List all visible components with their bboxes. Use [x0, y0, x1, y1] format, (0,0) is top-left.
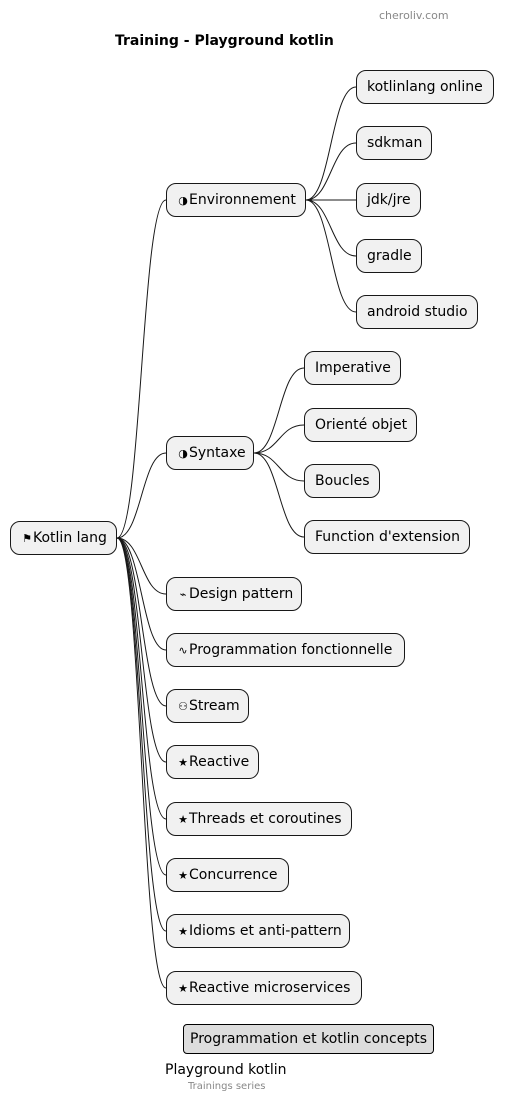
caption-text: Playground kotlin	[165, 1062, 287, 1078]
star-icon: ★	[178, 869, 188, 882]
branch-node-concurrence: ★Concurrence	[166, 858, 289, 892]
people-icon: ⚇	[178, 700, 188, 713]
branch-label: Syntaxe	[189, 445, 246, 461]
flag-icon: ⚑	[22, 532, 32, 545]
star-icon: ★	[178, 756, 188, 769]
leaf-label: kotlinlang online	[367, 79, 483, 95]
connector-line	[116, 537, 167, 820]
leaf-node: gradle	[356, 239, 422, 273]
branch-node-syntaxe: ◑Syntaxe	[166, 436, 254, 470]
branch-node-idioms-et-anti-pattern: ★Idioms et anti-pattern	[166, 914, 350, 948]
leaf-label: Imperative	[315, 360, 391, 376]
leaf-node: Orienté objet	[304, 408, 417, 442]
star-icon: ★	[178, 813, 188, 826]
branch-node-environnement: ◑Environnement	[166, 183, 306, 217]
leaf-node: sdkman	[356, 126, 432, 160]
connector-line	[253, 424, 305, 454]
branch-label: Programmation fonctionnelle	[189, 642, 393, 658]
leaf-node: Boucles	[304, 464, 380, 498]
branch-label: Reactive	[189, 754, 250, 770]
half-circle-icon: ◑	[178, 447, 188, 460]
branch-label: Threads et coroutines	[189, 811, 342, 827]
branch-node-reactive-microservices: ★Reactive microservices	[166, 971, 362, 1005]
branch-label: Concurrence	[189, 867, 278, 883]
connector-line	[116, 199, 167, 539]
connector-line	[116, 537, 167, 651]
leaf-label: Boucles	[315, 473, 370, 489]
connector-line	[253, 367, 305, 454]
star-icon: ★	[178, 925, 188, 938]
diagram-title: Training - Playground kotlin	[115, 33, 334, 49]
branch-label: Reactive microservices	[189, 980, 351, 996]
connector-line	[305, 199, 357, 257]
connector-line	[116, 537, 167, 932]
leaf-node: jdk/jre	[356, 183, 421, 217]
connector-line	[305, 199, 357, 313]
leaf-label: Orienté objet	[315, 417, 408, 433]
branch-label: Environnement	[189, 192, 296, 208]
connector-line	[253, 452, 305, 482]
chart-line-icon: ⌁	[179, 588, 187, 601]
branch-label: Design pattern	[189, 586, 294, 602]
leaf-label: jdk/jre	[367, 192, 411, 208]
connector-line	[116, 452, 167, 539]
root-label: Kotlin lang	[33, 530, 107, 546]
root-node: ⚑Kotlin lang	[10, 521, 117, 555]
header-text: cheroliv.com	[379, 9, 449, 22]
footer-text: Trainings series	[188, 1081, 266, 1092]
leaf-label: Function d'extension	[315, 529, 460, 545]
connector-line	[305, 86, 357, 201]
branch-node-reactive: ★Reactive	[166, 745, 259, 779]
branch-node-programmation-fonctionnelle: ∿Programmation fonctionnelle	[166, 633, 405, 667]
leaf-node: android studio	[356, 295, 478, 329]
half-circle-icon: ◑	[178, 194, 188, 207]
branch-label: Stream	[189, 698, 240, 714]
leaf-node: kotlinlang online	[356, 70, 494, 104]
connector-line	[116, 537, 167, 707]
branch-node-design-pattern: ⌁Design pattern	[166, 577, 302, 611]
leaf-label: sdkman	[367, 135, 423, 151]
leaf-label: gradle	[367, 248, 412, 264]
connector-line	[116, 537, 167, 595]
pulse-icon: ∿	[178, 644, 188, 657]
connector-line	[305, 142, 357, 201]
legend-box: Programmation et kotlin concepts	[183, 1024, 434, 1054]
branch-node-stream: ⚇Stream	[166, 689, 249, 723]
branch-node-threads-et-coroutines: ★Threads et coroutines	[166, 802, 352, 836]
connector-line	[116, 537, 167, 763]
connector-line	[116, 537, 167, 989]
leaf-node: Imperative	[304, 351, 401, 385]
connector-line	[253, 452, 305, 538]
leaf-label: android studio	[367, 304, 468, 320]
leaf-node: Function d'extension	[304, 520, 470, 554]
star-icon: ★	[178, 982, 188, 995]
connector-line	[116, 537, 167, 876]
branch-label: Idioms et anti-pattern	[189, 923, 342, 939]
